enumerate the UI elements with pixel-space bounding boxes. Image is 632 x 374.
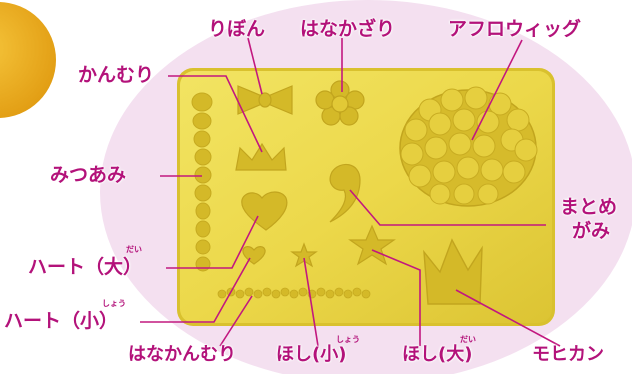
label-bun-hair-line2: がみ xyxy=(572,220,611,242)
flower-crown-mold xyxy=(217,287,371,299)
leader-lines xyxy=(140,37,561,347)
leader-afro-wig xyxy=(471,39,523,141)
label-bun-hair: まとめ xyxy=(560,196,618,218)
leader-ribbon xyxy=(247,37,263,95)
label-flower-crown: はなかんむり xyxy=(128,344,236,365)
mohican-mold xyxy=(423,238,483,305)
label-mohican: モヒカン xyxy=(532,344,604,365)
afro-wig-mold xyxy=(399,86,538,207)
leader-crown xyxy=(168,75,263,153)
leader-mohican xyxy=(455,289,561,347)
leader-heart-large xyxy=(166,215,259,269)
crown-mold xyxy=(235,142,287,171)
label-star-small: ほし(小) xyxy=(276,344,347,365)
label-afro-wig: アフロウィッグ xyxy=(448,18,582,40)
leader-flower-crown xyxy=(219,295,253,347)
label-star-large: ほし(大) xyxy=(402,344,473,365)
heart-large-mold xyxy=(241,191,288,231)
label-ribbon: りぼん xyxy=(208,18,266,40)
orange-circle-decoration xyxy=(0,2,56,118)
ribbon-mold xyxy=(237,85,293,115)
leader-heart-small xyxy=(140,257,251,323)
furigana-heart-large: だい xyxy=(126,245,142,254)
label-heart-small: ハート（小） xyxy=(4,310,119,332)
furigana-star-small: しょう xyxy=(336,335,360,344)
label-flower-clip: はなかざり xyxy=(300,18,396,40)
flower-clip-mold xyxy=(315,80,365,126)
label-braid: みつあみ xyxy=(50,164,127,186)
star-large-mold xyxy=(348,224,396,266)
label-crown: かんむり xyxy=(78,64,155,86)
furigana-heart-small: しょう xyxy=(102,299,126,308)
bun-hair-mold xyxy=(329,163,361,223)
leader-bun-hair xyxy=(349,189,546,226)
leader-star-large xyxy=(371,249,421,346)
braid-mold xyxy=(191,92,213,272)
furigana-star-large: だい xyxy=(460,335,476,344)
leader-star-small xyxy=(303,257,319,347)
label-heart-large: ハート（大） xyxy=(28,256,143,278)
